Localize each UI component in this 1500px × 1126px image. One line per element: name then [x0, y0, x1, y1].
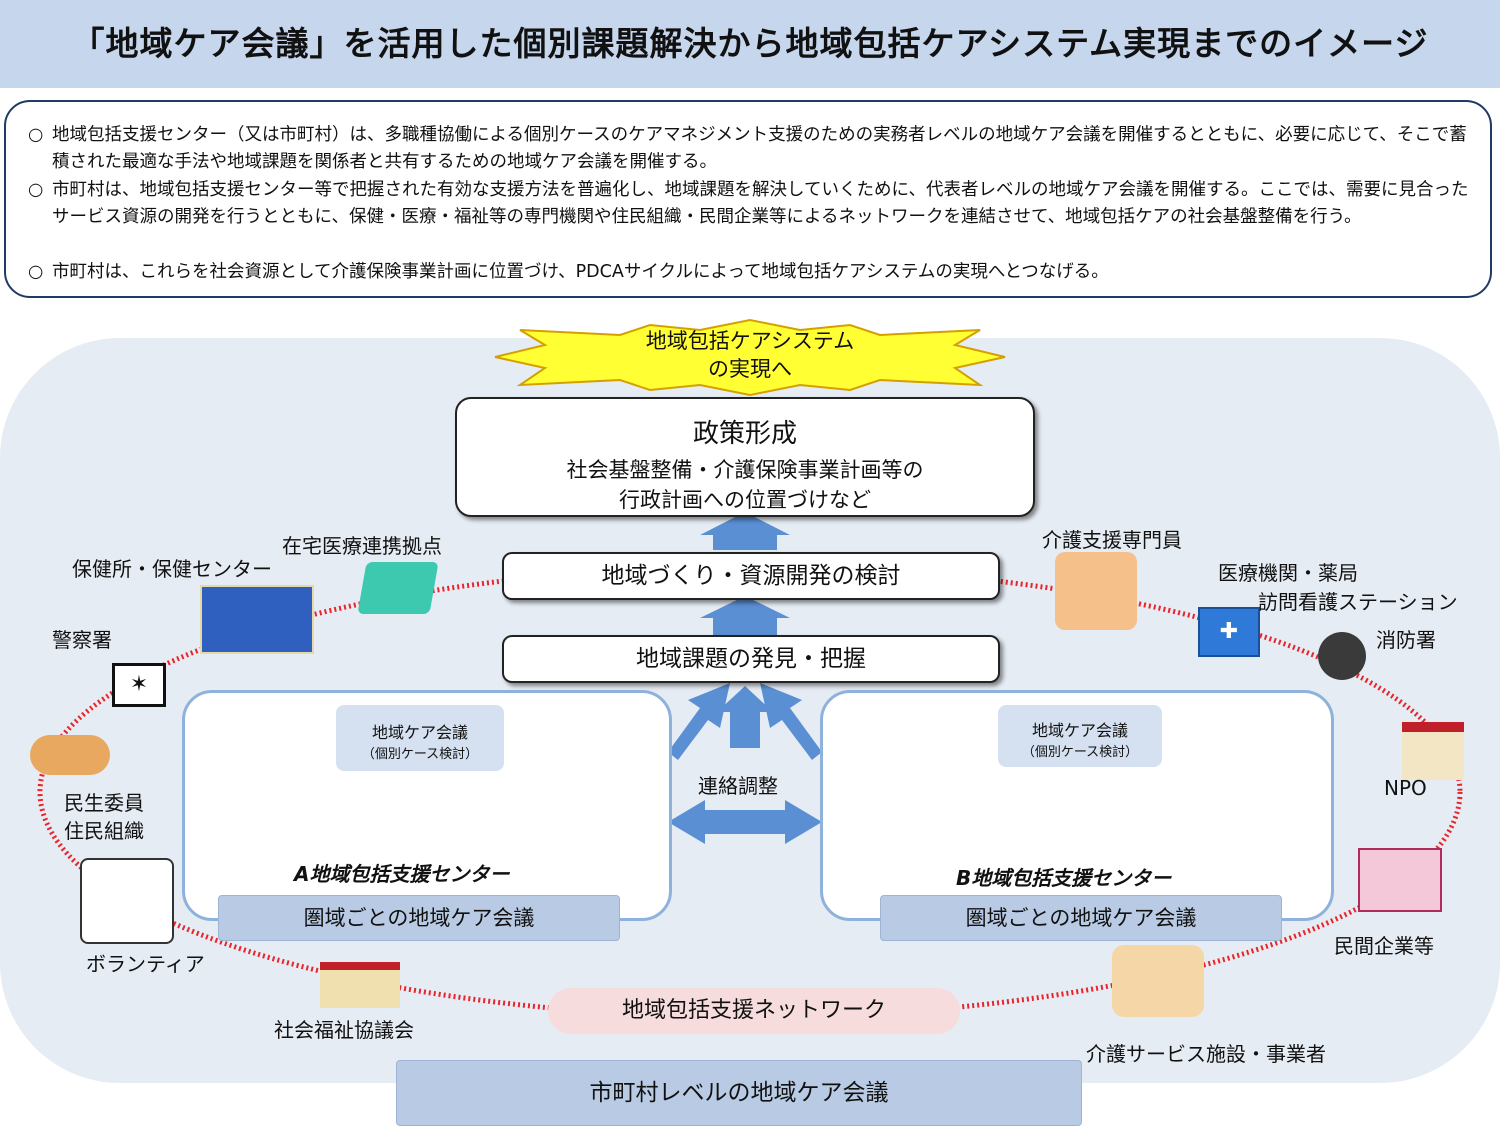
network-pill: 地域包括支援ネットワーク	[548, 988, 960, 1034]
label-volunteer: ボランティア	[86, 952, 205, 976]
summary-bullet-3: ○ 市町村は、これらを社会資源として介護保険事業計画に位置づけ、PDCAサイクル…	[28, 259, 1478, 286]
policy-line-1: 社会基盤整備・介護保険事業計画等の	[566, 458, 924, 482]
home-medical-icon	[357, 562, 439, 614]
municipal-meeting-box: 市町村レベルの地域ケア会議	[396, 1060, 1082, 1126]
label-health-center: 保健所・保健センター	[72, 557, 272, 581]
summary-bullet-2: ○ 市町村は、地域包括支援センター等で把握された有効な支援方法を普遍化し、地域課…	[28, 177, 1478, 231]
center-b-meeting: 地域ケア会議 （個別ケース検討）	[998, 705, 1162, 767]
title-bar	[0, 0, 1500, 88]
goal-line-1: 地域包括ケアシステム	[645, 329, 855, 353]
policy-box: 政策形成 社会基盤整備・介護保険事業計画等の 行政計画への位置づけなど	[455, 397, 1035, 517]
arrow-up-right	[760, 683, 822, 760]
center-a-meeting-title: 地域ケア会議	[371, 723, 468, 742]
label-residents: 住民組織	[64, 819, 144, 843]
label-care-manager: 介護支援専門員	[1042, 528, 1182, 552]
medical-bed-icon: ✚	[1198, 607, 1260, 657]
label-npo: NPO	[1384, 776, 1427, 800]
coordination-arrow	[668, 800, 822, 844]
center-b-meeting-title: 地域ケア会議	[1031, 721, 1128, 740]
bullet-mark: ○	[28, 125, 44, 145]
page-title: 「地域ケア会議」を活用した個別課題解決から地域包括ケアシステム実現までのイメージ	[71, 24, 1429, 63]
center-a-name: A地域包括支援センター	[294, 862, 510, 886]
arrow-up-to-policy	[700, 512, 790, 550]
arrow-up-left	[668, 683, 730, 760]
network-ring	[37, 564, 1463, 1020]
bullet-text: 市町村は、地域包括支援センター等で把握された有効な支援方法を普遍化し、地域課題を…	[52, 180, 1469, 227]
discovery-box: 地域課題の発見・把握	[502, 635, 1000, 683]
label-social-welfare: 社会福祉協議会	[274, 1018, 414, 1042]
bullet-mark: ○	[28, 180, 44, 200]
label-care-service: 介護サービス施設・事業者	[1086, 1042, 1326, 1066]
bullet-mark: ○	[28, 262, 44, 282]
center-b-meeting-sub: （個別ケース検討）	[1021, 745, 1139, 760]
care-service-icon	[1112, 945, 1204, 1017]
center-b-name: B地域包括支援センター	[956, 866, 1172, 890]
policy-line-2: 行政計画への位置づけなど	[619, 488, 871, 512]
bullet-text: 市町村は、これらを社会資源として介護保険事業計画に位置づけ、PDCAサイクルによ…	[52, 262, 1109, 282]
label-fire: 消防署	[1376, 628, 1436, 652]
npo-house-icon	[1402, 722, 1464, 780]
center-a-meeting-sub: （個別ケース検討）	[361, 747, 479, 762]
label-home-medical: 在宅医療連携拠点	[282, 534, 442, 558]
welfare-people-icon	[30, 735, 110, 775]
police-icon: ✶	[112, 663, 166, 707]
bullet-text: 地域包括支援センター（又は市町村）は、多職種協働による個別ケースのケアマネジメン…	[52, 125, 1467, 172]
development-box: 地域づくり・資源開発の検討	[502, 552, 1000, 600]
label-nursing: 訪問看護ステーション	[1258, 590, 1458, 614]
summary-bullet-1: ○ 地域包括支援センター（又は市町村）は、多職種協働による個別ケースのケアマネジ…	[28, 122, 1478, 176]
summary-box: ○ 地域包括支援センター（又は市町村）は、多職種協働による個別ケースのケアマネジ…	[4, 100, 1492, 298]
arrow-up-to-development	[700, 596, 790, 635]
fire-station-icon	[1318, 632, 1366, 680]
arrow-up-center	[717, 686, 773, 748]
social-welfare-house-icon	[320, 962, 400, 1008]
care-manager-icon	[1055, 552, 1137, 630]
label-welfare: 民生委員	[64, 791, 144, 815]
private-shop-icon	[1358, 848, 1442, 912]
center-b-zone-meeting: 圏域ごとの地域ケア会議	[880, 895, 1282, 941]
label-medical: 医療機関・薬局	[1218, 561, 1358, 585]
health-center-icon	[200, 585, 314, 654]
goal-line-2: の実現へ	[708, 357, 792, 381]
policy-title: 政策形成	[692, 419, 797, 449]
coordination-label: 連絡調整	[698, 774, 778, 798]
label-private: 民間企業等	[1334, 934, 1434, 958]
center-a-meeting: 地域ケア会議 （個別ケース検討）	[336, 705, 504, 771]
goal-label: 地域包括ケアシステム の実現へ	[560, 327, 940, 383]
label-police: 警察署	[52, 628, 112, 652]
volunteer-icon	[80, 858, 174, 944]
center-a-zone-meeting: 圏域ごとの地域ケア会議	[218, 895, 620, 941]
goal-star-shape	[494, 318, 1006, 397]
